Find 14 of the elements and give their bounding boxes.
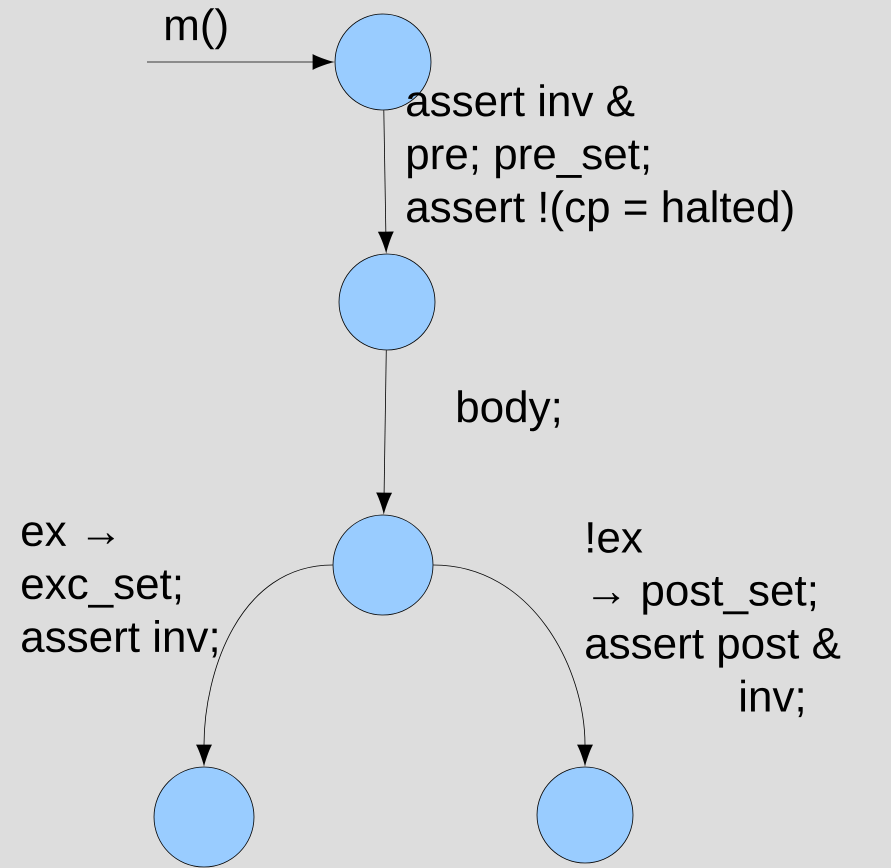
edge-label: body;: [458, 390, 559, 432]
edge-label: ex → exc_set; assert inv;: [22, 522, 217, 658]
arrow: [196, 564, 333, 766]
state-circle: [332, 514, 434, 616]
edge-label: assert inv & pre; pre_set; assert !(cp = halted): [407, 84, 792, 232]
edge-label: m(): [166, 8, 226, 50]
arrow: [433, 564, 593, 766]
state-circle: [536, 766, 634, 864]
state-circle: [154, 766, 254, 868]
arrow: [146, 54, 334, 70]
state-circle: [338, 254, 436, 350]
arrow: [378, 110, 394, 252]
edge-label: !ex → post_set; assert post & inv;: [586, 522, 840, 718]
arrow: [376, 350, 392, 514]
